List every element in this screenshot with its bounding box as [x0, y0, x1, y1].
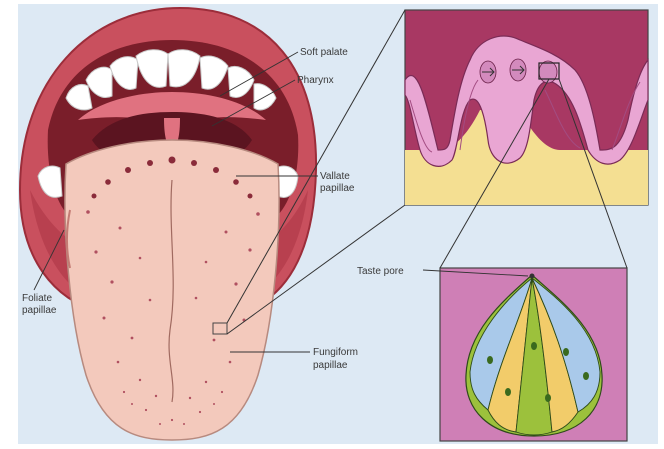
label-foliate-2: papillae — [22, 305, 57, 316]
label-foliate-1: Foliate — [22, 293, 52, 304]
label-vallate-1: Vallate — [320, 171, 350, 182]
label-vallate-2: papillae — [320, 183, 355, 194]
papilla-section-panel — [405, 10, 648, 205]
label-soft-palate: Soft palate — [300, 47, 348, 58]
label-pharynx: Pharynx — [297, 75, 334, 86]
taste-bud-panel — [440, 268, 627, 441]
label-fungiform-2: papillae — [313, 360, 348, 371]
label-fungiform-1: Fungiform — [313, 347, 358, 358]
label-taste-pore: Taste pore — [357, 266, 404, 277]
tongue — [65, 140, 279, 440]
taste-pore — [530, 274, 535, 279]
